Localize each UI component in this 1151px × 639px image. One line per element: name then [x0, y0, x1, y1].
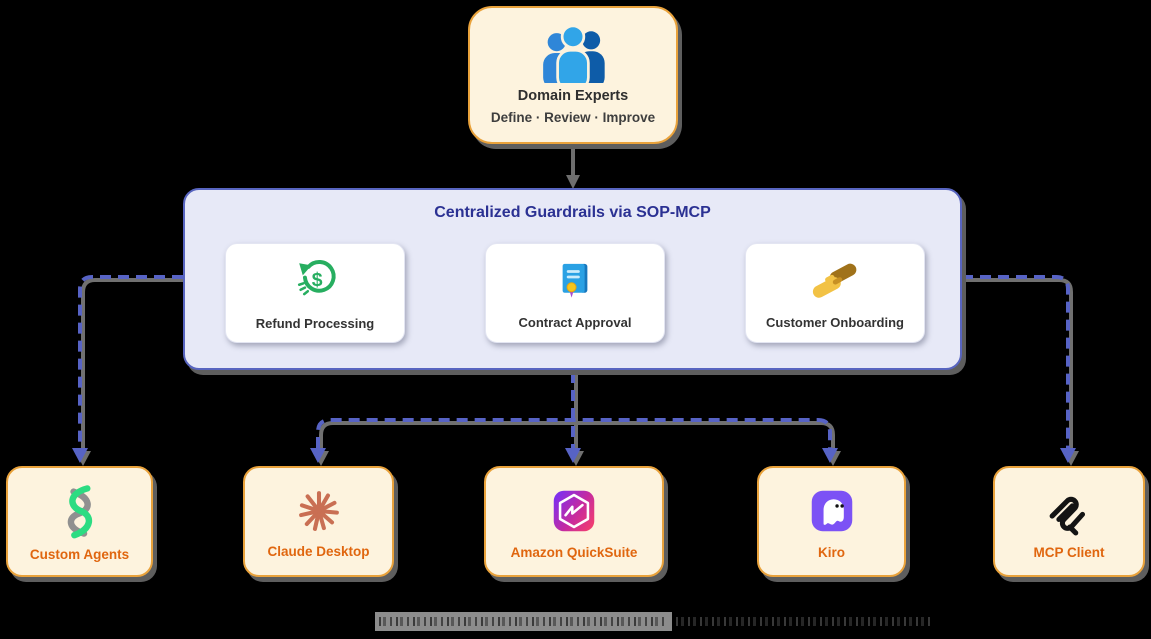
client-label-kiro: Kiro [818, 544, 845, 560]
domain-experts-subtitle: Define · Review · Improve [490, 110, 656, 126]
caption-highlight-segment [375, 612, 672, 631]
domain-experts-title: Domain Experts [517, 88, 629, 105]
dna-helix-icon [54, 482, 106, 540]
client-label-amazon-quicksuite: Amazon QuickSuite [510, 544, 638, 560]
card-refund-processing: $ Refund Processing [225, 243, 405, 343]
node-claude-desktop: Claude Desktop [243, 466, 394, 577]
quicksuite-hexagon-icon [547, 484, 601, 538]
caption-dark-segment [672, 612, 935, 631]
connector-branch [316, 418, 832, 448]
node-mcp-client: MCP Client [993, 466, 1145, 577]
card-contract-approval: Contract Approval [485, 243, 665, 343]
caption-bar [375, 612, 935, 631]
guardrails-title: Centralized Guardrails via SOP-MCP [434, 204, 711, 221]
contract-seal-icon [553, 257, 597, 306]
connector-right [962, 275, 1070, 450]
node-custom-agents: Custom Agents [6, 466, 153, 577]
connector-left [78, 275, 183, 450]
client-label-mcp-client: MCP Client [1033, 544, 1105, 560]
node-domain-experts: Domain Experts Define · Review · Improve [468, 6, 678, 144]
node-amazon-quicksuite: Amazon QuickSuite [484, 466, 664, 577]
card-label-contract: Contract Approval [518, 314, 632, 330]
client-label-custom-agents: Custom Agents [29, 546, 130, 562]
mcp-logo-icon [1042, 484, 1096, 538]
card-customer-onboarding: Customer Onboarding [745, 243, 925, 343]
card-label-onboarding: Customer Onboarding [766, 314, 904, 330]
card-label-refund: Refund Processing [255, 315, 375, 331]
refund-cycle-icon: $ [292, 256, 338, 307]
connector-top [566, 147, 580, 189]
client-label-claude-desktop: Claude Desktop [267, 543, 370, 559]
handshake-icon [810, 257, 860, 306]
people-group-icon [535, 23, 611, 84]
arrowheads [72, 448, 1076, 463]
kiro-ghost-icon [805, 484, 859, 538]
claude-starburst-icon [293, 485, 345, 537]
arrowhead-shadows [75, 451, 1079, 466]
guardrails-box: Centralized Guardrails via SOP-MCP $ Ref… [183, 188, 962, 370]
node-kiro: Kiro [757, 466, 906, 577]
dollar-glyph: $ [312, 269, 323, 291]
